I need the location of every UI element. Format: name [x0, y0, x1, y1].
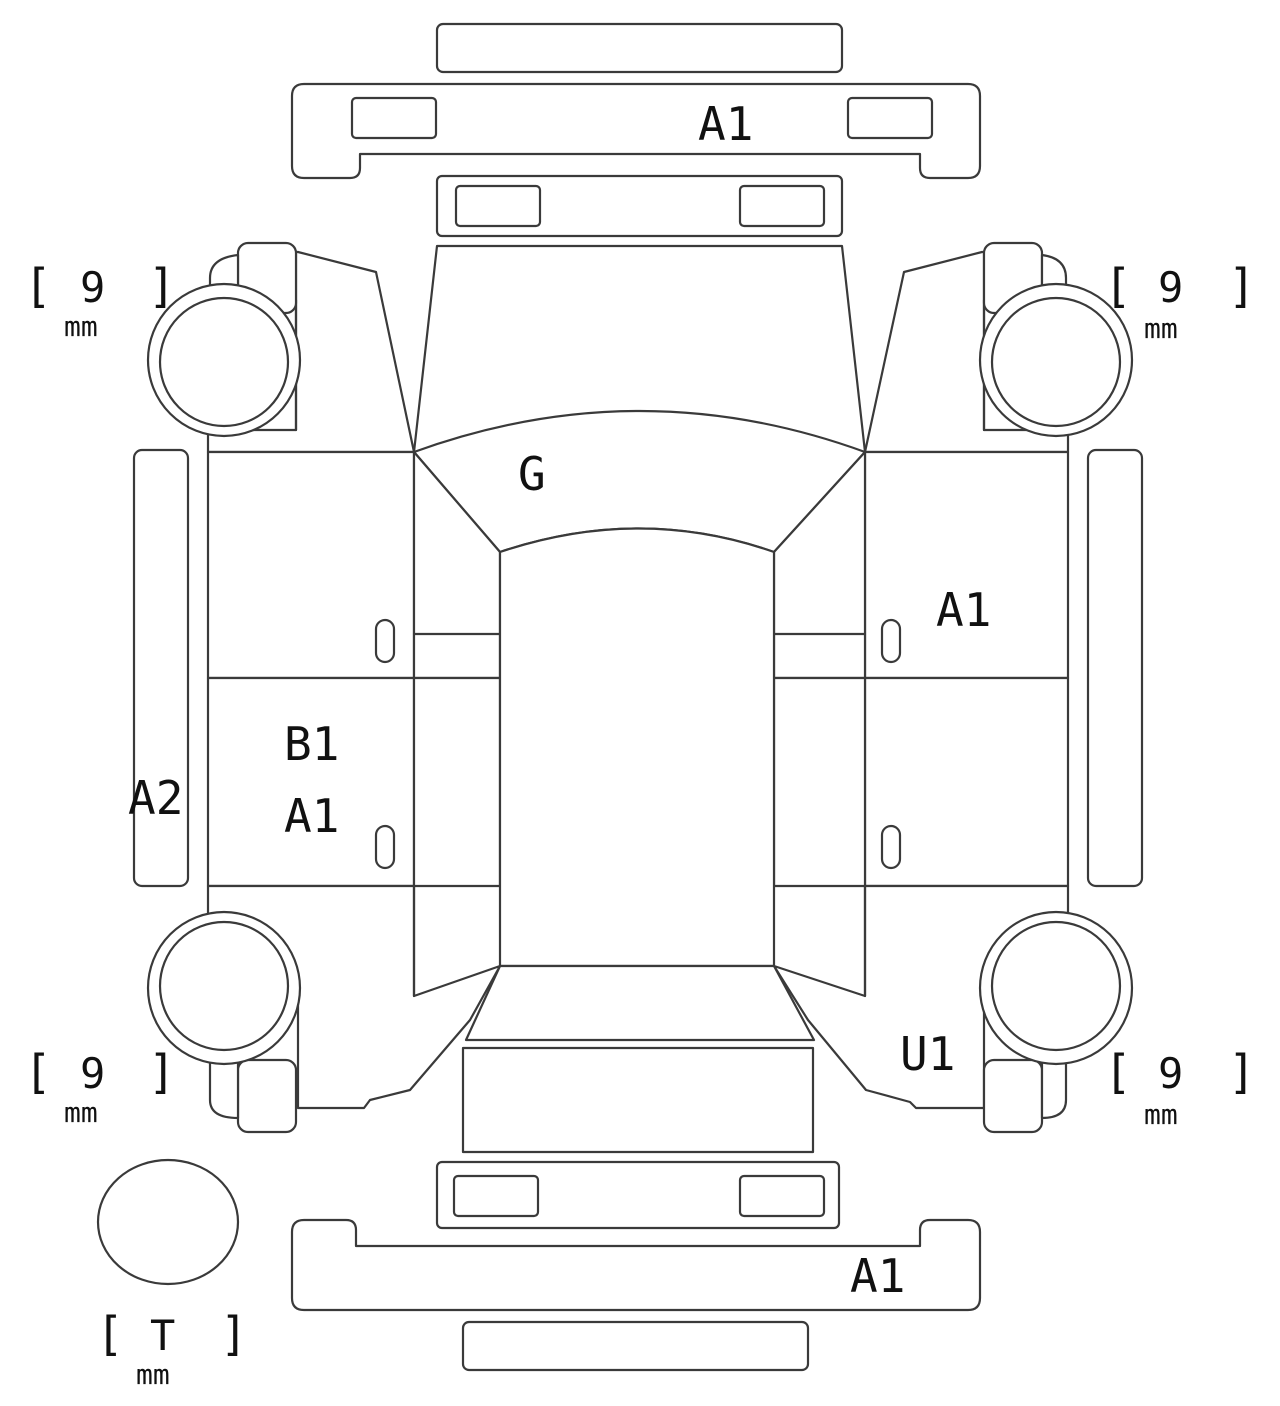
spare-tire[interactable] — [96, 1158, 240, 1286]
damage-code-left-side-sill: A2 — [128, 771, 183, 825]
damage-code-right-rear-quarter: U1 — [900, 1027, 955, 1081]
front-fog-light-left[interactable] — [350, 96, 438, 140]
front-right-tire-inner — [990, 296, 1122, 428]
right-front-door-handle — [880, 618, 902, 664]
tread-reading-rear-left: [ 9 ] mm — [24, 1045, 176, 1129]
front-fog-light-right[interactable] — [846, 96, 934, 140]
damage-code-left-rear-door-1: B1 — [284, 717, 339, 771]
rear-window[interactable] — [464, 964, 816, 1042]
left-front-door-handle — [374, 618, 396, 664]
svg-text:9: 9 — [80, 263, 105, 312]
front-left-tire-inner — [158, 296, 290, 428]
front-grille-panel[interactable] — [435, 22, 844, 74]
rear-light-left[interactable] — [452, 1174, 540, 1218]
rear-valance-panel[interactable] — [461, 1320, 810, 1372]
rear-bumper[interactable] — [290, 1218, 982, 1312]
damage-code-right-front-door: A1 — [936, 583, 991, 637]
damage-code-rear-bumper: A1 — [850, 1249, 905, 1303]
svg-text:]: ] — [148, 259, 176, 313]
svg-text:[: [ — [24, 1045, 52, 1099]
svg-text:mm: mm — [64, 310, 98, 343]
svg-text:]: ] — [220, 1307, 248, 1361]
front-headlight-left[interactable] — [454, 184, 542, 228]
tread-reading-spare: [ T ] mm — [96, 1307, 248, 1391]
svg-text:9: 9 — [1158, 263, 1183, 312]
svg-text:mm: mm — [64, 1096, 98, 1129]
front-headlight-right[interactable] — [738, 184, 826, 228]
svg-text:mm: mm — [136, 1358, 170, 1391]
rear-right-tire-inner — [990, 920, 1122, 1052]
damage-code-windshield: G — [518, 447, 546, 501]
left-side-sill[interactable] — [132, 448, 190, 888]
tread-reading-rear-right: [ 9 ] mm — [1104, 1045, 1256, 1131]
front-bumper[interactable] — [290, 82, 982, 180]
svg-text:9: 9 — [80, 1049, 105, 1098]
trunk-lid[interactable] — [461, 1046, 815, 1154]
svg-text:]: ] — [148, 1045, 176, 1099]
tread-reading-front-right: [ 9 ] mm — [1104, 259, 1256, 345]
right-rear-mudguard[interactable] — [982, 1058, 1044, 1134]
right-rear-pillar[interactable] — [772, 676, 867, 888]
right-rear-door-handle — [880, 824, 902, 870]
roof[interactable] — [498, 527, 776, 968]
svg-text:mm: mm — [1144, 1098, 1178, 1131]
left-rear-pillar[interactable] — [412, 676, 502, 888]
left-rear-door-handle — [374, 824, 396, 870]
right-side-sill[interactable] — [1086, 448, 1144, 888]
svg-text:[: [ — [1104, 259, 1132, 313]
rear-left-tire-inner — [158, 920, 290, 1052]
svg-text:[: [ — [96, 1307, 124, 1361]
svg-text:T: T — [150, 1311, 175, 1360]
left-rear-mudguard[interactable] — [236, 1058, 298, 1134]
svg-text:mm: mm — [1144, 312, 1178, 345]
svg-text:[: [ — [1104, 1045, 1132, 1099]
rear-light-right[interactable] — [738, 1174, 826, 1218]
svg-text:]: ] — [1228, 259, 1256, 313]
svg-text:[: [ — [24, 259, 52, 313]
tread-reading-front-left: [ 9 ] mm — [24, 259, 176, 343]
svg-text:9: 9 — [1158, 1049, 1183, 1098]
damage-code-left-rear-door-2: A1 — [284, 789, 339, 843]
damage-code-front-bumper: A1 — [698, 97, 753, 151]
svg-text:]: ] — [1228, 1045, 1256, 1099]
